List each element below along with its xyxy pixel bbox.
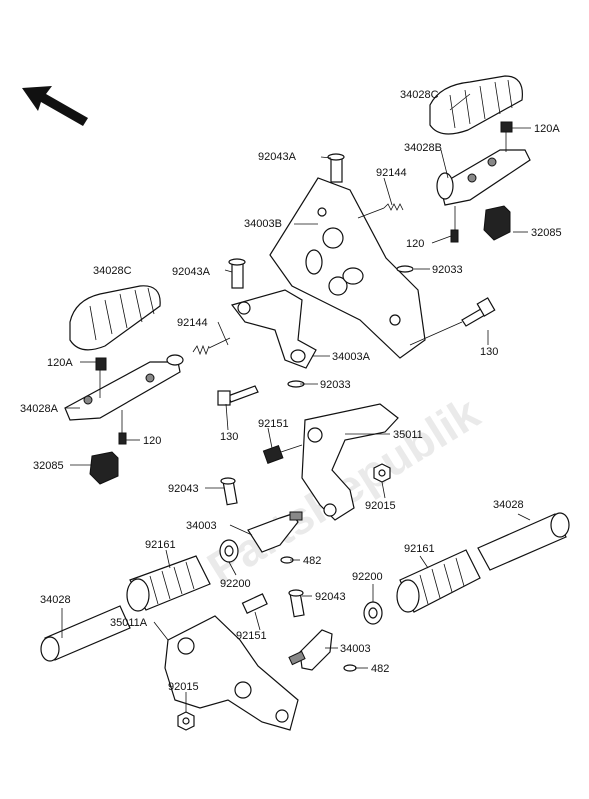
part-number-labels: 34028C 120A 34028B 92043A 92144 34003B 1… — [20, 89, 562, 693]
label-34028B: 34028B — [404, 142, 442, 154]
label-92015-left: 92015 — [168, 681, 199, 693]
label-92161-right: 92161 — [404, 543, 435, 555]
label-92043A-top: 92043A — [258, 151, 297, 163]
label-92144-left: 92144 — [177, 317, 208, 329]
screw-120-left — [118, 410, 127, 445]
label-92161-left: 92161 — [145, 539, 176, 551]
label-34028-left: 34028 — [40, 594, 71, 606]
bolt-130-right — [409, 297, 496, 346]
label-35011: 35011 — [393, 429, 423, 441]
label-92151-top: 92151 — [258, 418, 289, 430]
leader-lines — [61, 93, 531, 712]
label-34028-right: 34028 — [493, 499, 524, 511]
label-92015-right: 92015 — [365, 500, 396, 512]
label-92033-mid: 92033 — [320, 379, 351, 391]
footpeg-34028B — [436, 149, 531, 206]
footrest-bracket-34003B — [269, 177, 426, 359]
label-34028C-left: 34028C — [93, 265, 132, 277]
label-32085-right: 32085 — [531, 227, 562, 239]
nut-92015-left — [177, 711, 195, 731]
footpeg-bar-34028-right — [477, 512, 570, 571]
label-92043-upper: 92043 — [168, 483, 199, 495]
footpeg-rubber-34028C-left — [69, 285, 161, 351]
label-34028A: 34028A — [20, 403, 59, 415]
pin-92043A-top — [327, 153, 345, 183]
label-92043A-mid: 92043A — [172, 266, 211, 278]
label-482-lower: 482 — [371, 663, 389, 675]
pin-92043-upper — [220, 477, 238, 506]
spring-92144-left — [192, 337, 231, 356]
label-35011A: 35011A — [110, 617, 148, 629]
label-120A-right: 120A — [534, 123, 560, 135]
bracket-35011A — [164, 615, 299, 731]
nut-92015-right — [373, 463, 391, 483]
label-34003-lower: 34003 — [340, 643, 371, 655]
passenger-bracket-34003-upper — [247, 511, 303, 553]
washer-92033-top — [396, 265, 414, 273]
label-34003-upper: 34003 — [186, 520, 217, 532]
label-92144-right: 92144 — [376, 167, 407, 179]
washer-482-lower — [343, 664, 357, 672]
footpeg-34028A — [64, 354, 184, 421]
label-120A-left: 120A — [47, 357, 73, 369]
rubber-92161-left — [126, 555, 211, 612]
label-130-right: 130 — [480, 346, 498, 358]
label-34003B: 34003B — [244, 218, 282, 230]
bracket-35011 — [301, 403, 399, 521]
screw-120-right — [450, 206, 459, 243]
rubber-92161-right — [396, 549, 481, 613]
label-482-upper: 482 — [303, 555, 321, 567]
label-130-left: 130 — [220, 431, 238, 443]
pin-92043-lower — [288, 589, 305, 618]
bolt-92151-top — [262, 444, 303, 464]
label-120-left: 120 — [143, 435, 161, 447]
label-120-right: 120 — [406, 238, 424, 250]
label-32085-left: 32085 — [33, 460, 64, 472]
label-34028C-right: 34028C — [400, 89, 439, 101]
damper-32085-left — [89, 451, 119, 485]
bolt-92151-lower — [241, 593, 268, 614]
screw-120A-right — [500, 121, 513, 152]
bolt-130-left — [217, 385, 259, 406]
screw-120A-left — [95, 357, 107, 398]
label-34003A: 34003A — [332, 351, 371, 363]
washer-92200-left — [219, 539, 239, 563]
label-92200-left: 92200 — [220, 578, 251, 590]
pin-92043A-mid — [228, 258, 246, 289]
passenger-bracket-34003-lower — [288, 629, 333, 671]
label-92151-lower: 92151 — [236, 630, 267, 642]
washer-92200-right — [363, 601, 383, 625]
label-92200-right: 92200 — [352, 571, 383, 583]
footrest-bracket-34003A — [230, 289, 317, 369]
footpeg-bar-34028-left — [40, 605, 131, 662]
damper-32085-right — [483, 205, 511, 241]
footpeg-rubber-34028C-right — [429, 75, 523, 135]
spring-92144-right — [357, 203, 404, 219]
label-92043-lower: 92043 — [315, 591, 346, 603]
front-direction-arrow-icon — [22, 86, 88, 126]
label-92033-top: 92033 — [432, 264, 463, 276]
